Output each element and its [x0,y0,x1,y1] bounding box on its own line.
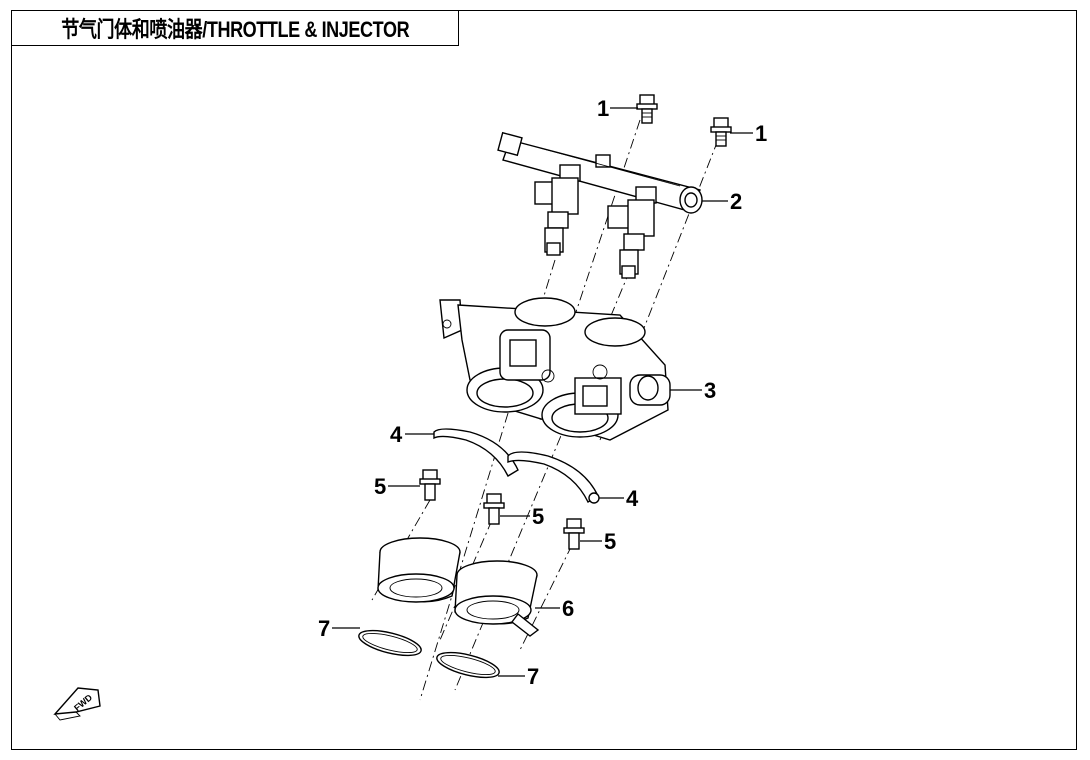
o-ring-7-right [436,651,500,679]
callout-1-right: 1 [755,121,767,146]
leader-lines [332,107,753,677]
drawing-frame [11,10,1077,750]
callout-2: 2 [730,189,742,214]
intake-boot-6 [377,537,540,637]
throttle-body [439,297,671,441]
clamp-4-right [507,451,600,504]
injector-left [534,164,581,256]
callout-4-right: 4 [626,486,639,511]
callout-7-right: 7 [527,664,539,689]
clamp-4-left [433,428,519,477]
bolt-5-left [419,469,441,501]
o-ring-7-left [358,629,422,657]
fuel-rail [497,131,703,214]
callout-7-left: 7 [318,616,330,641]
callout-4-left: 4 [390,422,403,447]
callout-3: 3 [704,378,716,403]
bolt-1-right [710,117,732,147]
callout-5-right: 5 [604,529,616,554]
bolt-1-top [636,94,658,124]
callout-5-middle: 5 [532,504,544,529]
callout-5-left: 5 [374,474,386,499]
title-box: 节气门体和喷油器/THROTTLE & INJECTOR [11,10,459,46]
page-title: 节气门体和喷油器/THROTTLE & INJECTOR [60,17,409,42]
callout-6: 6 [562,596,574,621]
fwd-arrow-icon: FWD [53,687,101,721]
bolt-5-middle [483,493,505,525]
injector-right [607,186,657,279]
bolt-5-right [563,518,585,550]
callout-1-top: 1 [597,96,609,121]
